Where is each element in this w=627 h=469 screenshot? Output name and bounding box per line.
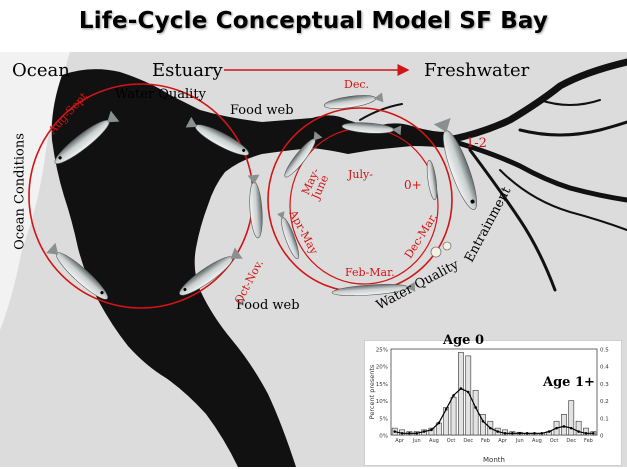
trend-point	[525, 431, 529, 435]
food-web-bottom-label: Food web	[236, 298, 300, 313]
y-tick-label-left: 20%	[376, 365, 388, 371]
stage-label-1-2: 1-2	[466, 136, 487, 151]
trend-point	[533, 431, 536, 435]
bar	[428, 427, 435, 436]
trend-point	[444, 407, 448, 411]
freshwater-label: Freshwater	[424, 60, 530, 81]
x-tick-label: Feb	[481, 438, 490, 444]
trend-point	[547, 430, 551, 433]
trend-point	[393, 430, 396, 433]
trend-point	[474, 406, 477, 409]
trend-point	[503, 431, 507, 435]
bar	[561, 414, 567, 436]
x-tick-label: Jun	[515, 438, 524, 444]
y-tick-label-right: 0.5	[600, 348, 609, 354]
y-tick-label-left: 5%	[379, 416, 388, 422]
trend-point	[437, 421, 441, 425]
water-quality-top-label: Water Quality	[115, 87, 206, 102]
trend-point	[415, 431, 419, 435]
x-axis-label: Month	[483, 456, 505, 464]
trend-line	[394, 387, 594, 434]
ocean-label: Ocean	[12, 60, 70, 81]
trend-point	[577, 430, 580, 433]
bar	[472, 389, 479, 436]
trend-point	[408, 431, 411, 435]
y-axis-label: Percent presents	[368, 364, 376, 419]
bar	[575, 420, 582, 436]
trend-point	[422, 430, 426, 433]
bay-water	[51, 69, 448, 467]
stage-label-0-plus: 0+	[404, 178, 422, 192]
y-tick-label-left: 0%	[379, 434, 388, 440]
trend-point	[459, 387, 463, 390]
y-tick-label-left: 25%	[376, 348, 388, 354]
fish-icons	[46, 92, 477, 300]
ocean-area	[0, 52, 70, 330]
trend-point	[452, 394, 455, 397]
y-tick-label-right: 0.2	[600, 399, 609, 405]
trend-point	[592, 431, 595, 435]
stage-label-july: July-	[348, 168, 373, 181]
x-tick-label: Dec	[566, 438, 576, 444]
y-tick-label-right: 0.4	[600, 365, 609, 371]
bar	[465, 355, 472, 436]
bar	[450, 396, 457, 436]
trend-point	[555, 426, 558, 430]
trend-point	[511, 431, 514, 435]
x-tick-label: Aug	[429, 438, 439, 444]
estuary-label: Estuary	[152, 60, 223, 81]
y-tick-label-left: 15%	[376, 382, 388, 388]
trend-point	[569, 426, 573, 430]
y-tick-label-right: 0.1	[600, 416, 609, 422]
x-tick-label: Apr	[498, 438, 508, 444]
trend-point	[518, 431, 522, 435]
x-tick-label: Apr	[395, 438, 405, 444]
x-tick-label: Aug	[532, 438, 542, 444]
age0-label: Age 0	[443, 333, 485, 348]
x-tick-label: Jun	[412, 438, 421, 444]
trend-point	[540, 431, 544, 435]
page-title: Life-Cycle Conceptual Model SF Bay	[78, 8, 549, 34]
y-tick-label-left: 10%	[376, 399, 388, 405]
trend-point	[430, 428, 433, 432]
bar	[583, 427, 589, 436]
x-tick-label: Feb	[584, 438, 593, 444]
trend-point	[562, 425, 566, 428]
x-tick-label: Dec	[463, 438, 473, 444]
stage-label-dec: Dec.	[344, 78, 369, 91]
delta-channels	[359, 58, 627, 292]
trend-point	[584, 431, 588, 435]
bar	[480, 414, 486, 436]
bar	[568, 400, 575, 436]
bar	[458, 352, 464, 436]
y-tick-label-right: 0	[600, 434, 604, 440]
stage-label-feb-mar: Feb-Mar.	[345, 266, 395, 279]
food-web-top-label: Food web	[230, 103, 294, 118]
x-tick-label: Oct	[550, 438, 559, 444]
bar	[443, 407, 450, 436]
plot-frame	[390, 348, 598, 436]
y-tick-label-right: 0.3	[600, 382, 609, 388]
age1-label: Age 1+	[543, 375, 595, 390]
x-tick-label: Oct	[447, 438, 456, 444]
trend-point	[466, 390, 470, 394]
trend-point	[496, 430, 499, 433]
trend-point	[489, 426, 492, 430]
ocean-conditions-label: Ocean Conditions	[12, 133, 28, 250]
trend-point	[400, 431, 404, 435]
trend-point	[481, 419, 485, 423]
